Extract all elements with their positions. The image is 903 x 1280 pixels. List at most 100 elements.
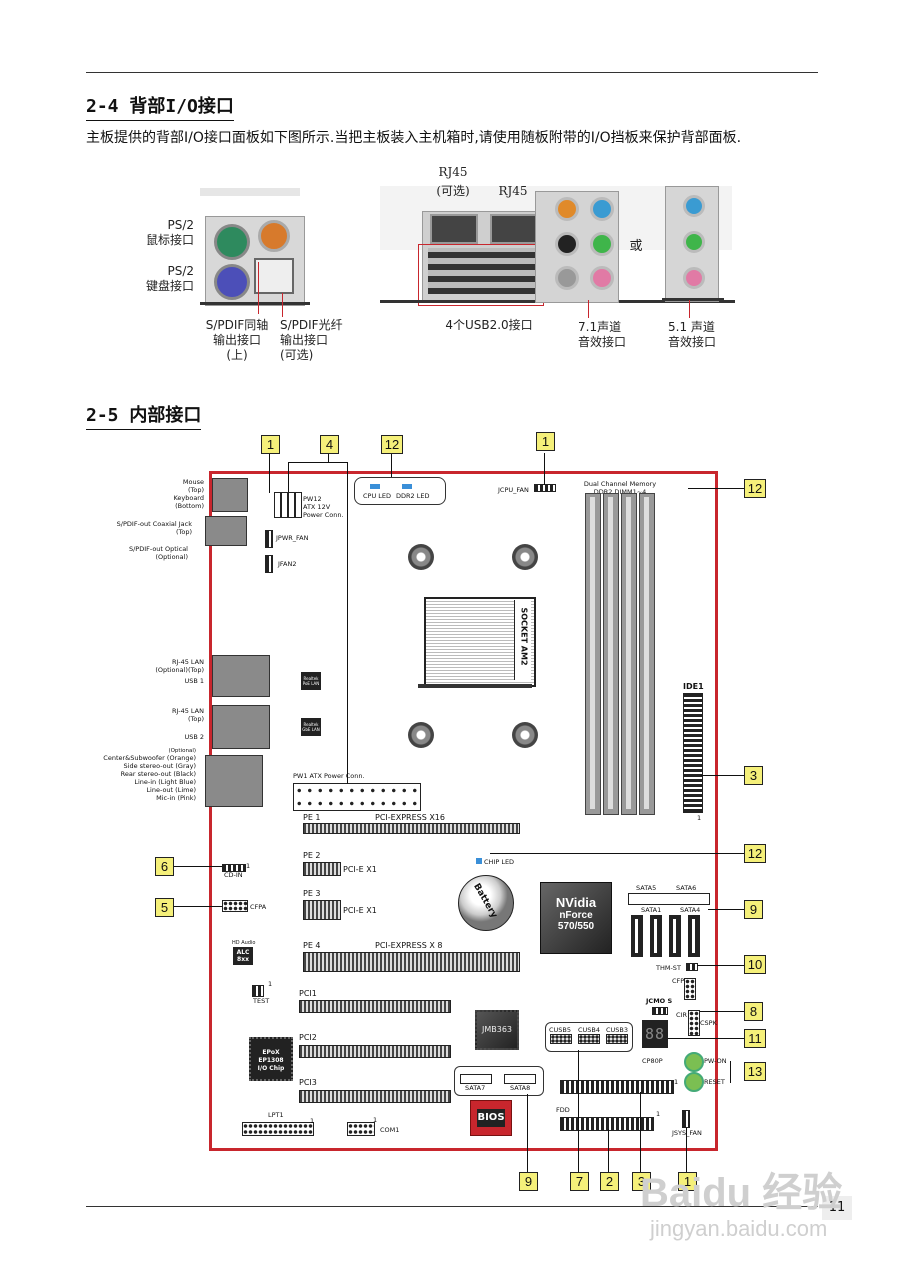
- pcie-x1-label-1: PCI-E X1: [343, 865, 377, 874]
- leader-right-11: [668, 1038, 744, 1039]
- ide2-pin1-label: 1: [674, 1078, 679, 1086]
- heatsink-post-tl: [408, 544, 434, 570]
- com1-pin1: 1: [373, 1116, 378, 1124]
- fdd-label: FDD: [556, 1106, 570, 1114]
- nvidia-chipset: NVidia nForce 570/550: [540, 882, 612, 954]
- cfp-label: CFP: [672, 977, 685, 985]
- spdif-optical-port-icon: [254, 258, 294, 294]
- callout-right-10: 10: [744, 955, 766, 974]
- jcpu-fan-connector: [534, 484, 556, 492]
- callout-bottom-1: 1: [678, 1172, 697, 1191]
- ddr2-led-icon: [402, 484, 412, 489]
- spdif-coax-label: S/PDIF同轴输出接口(上): [205, 318, 269, 362]
- audio-black-jack-icon: [555, 232, 579, 256]
- pe3-label: PE 3: [303, 889, 321, 898]
- rj45-optional-label: RJ45(可选): [436, 165, 470, 198]
- audio-green-jack-icon: [590, 232, 614, 256]
- bios-chip: BIOS: [470, 1100, 512, 1136]
- heatsink-post-bl: [408, 722, 434, 748]
- reset-button-icon: [684, 1072, 704, 1092]
- ps2-connector-drawing: [212, 478, 248, 512]
- callout-bottom-2: 2: [600, 1172, 619, 1191]
- dimm-slot-1: [585, 493, 601, 815]
- sata3-connector: [669, 915, 681, 957]
- audio51-blue-jack-icon: [683, 195, 705, 217]
- cspk-label: CSPK: [700, 1019, 717, 1027]
- jmb363-chip: JMB363: [475, 1010, 519, 1050]
- pe4-label: PE 4: [303, 941, 321, 950]
- pcie8-label: PCI-EXPRESS X 8: [375, 941, 443, 950]
- leader-bottom-9: [527, 1094, 528, 1172]
- spdif-coax-jack-label: S/PDIF-out Coaxial Jack(Top): [116, 520, 192, 536]
- cp80p-label: CP80P: [642, 1057, 663, 1065]
- motherboard-outline: [209, 471, 718, 1151]
- pe2-label: PE 2: [303, 851, 321, 860]
- cfp-connector: [684, 978, 696, 1000]
- spdif-optical-out-label: S/PDIF-out Optical(Optional): [128, 545, 188, 561]
- audio-orange-jack-icon: [555, 197, 579, 221]
- pci1-label: PCI1: [299, 989, 317, 998]
- fdd-connector: [560, 1117, 654, 1131]
- reset-label: RESET: [704, 1078, 725, 1086]
- audio51-label: 5.1 声道音效接口: [668, 320, 717, 349]
- leader-top-4a: [288, 462, 289, 492]
- pci2-label: PCI2: [299, 1033, 317, 1042]
- io-panel-photo: [200, 186, 735, 306]
- leader-bottom-1: [686, 1128, 687, 1172]
- dimm-slot-2: [603, 493, 619, 815]
- cusb-box: [545, 1022, 633, 1052]
- jfan2-connector: [265, 555, 273, 573]
- sata5-6-connector: [628, 893, 710, 905]
- pw1-connector: [293, 783, 421, 811]
- test-connector: [252, 985, 264, 997]
- cp80p-display: 88: [642, 1020, 668, 1048]
- chip-led-label: CHIP LED: [484, 858, 515, 866]
- callout-right-3: 3: [744, 766, 763, 785]
- battery-icon: Battery: [458, 875, 514, 931]
- thm-st-connector: [686, 963, 698, 971]
- leader-right-8: [700, 1011, 744, 1012]
- sata8-connector: [504, 1074, 536, 1084]
- audio-gray-jack-icon: [555, 266, 579, 290]
- callout-top-1: 1: [261, 435, 280, 454]
- callout-bottom-7: 7: [570, 1172, 589, 1191]
- hd-audio-label: HD Audio: [232, 940, 256, 946]
- callout-bottom-3: 3: [632, 1172, 651, 1191]
- leader-right-12a: [688, 488, 744, 489]
- ide1-pin1-label: 1: [697, 814, 702, 822]
- io-intro-paragraph: 主板提供的背部I/O接口面板如下图所示.当把主板装入主机箱时,请使用随板附带的I…: [86, 130, 742, 146]
- sata8-label: SATA8: [510, 1084, 531, 1092]
- dimm-slot-3: [621, 493, 637, 815]
- cusb4-connector: [578, 1034, 600, 1044]
- cd-in-label: CD-IN: [224, 871, 243, 879]
- usb-ports-icon: [428, 248, 536, 294]
- page-number: 11: [822, 1196, 852, 1220]
- lan-usb2-label: RJ-45 LAN(Top)USB 2: [172, 707, 204, 741]
- pcie-x1-label-2: PCI-E X1: [343, 906, 377, 915]
- audio51-leader: [689, 300, 690, 318]
- pe1-label: PE 1: [303, 813, 321, 822]
- cpu-led-icon: [370, 484, 380, 489]
- audio51-green-jack-icon: [683, 231, 705, 253]
- callout-right-13: 13: [744, 1062, 766, 1081]
- section-heading-io: 2-4 背部I/O接口: [86, 92, 234, 121]
- lpt1-pin1: 1: [310, 1117, 315, 1125]
- ddr2-led-label: DDR2 LED: [396, 492, 430, 500]
- leader-left-5: [173, 906, 222, 907]
- cusb4-label: CUSB4: [578, 1026, 601, 1034]
- sata7-label: SATA7: [465, 1084, 486, 1092]
- leader-top-12: [391, 453, 392, 477]
- pw1-label: PW1 ATX Power Conn.: [293, 772, 365, 780]
- sata2-connector: [650, 915, 662, 957]
- leader-top-4: [288, 462, 348, 463]
- lpt1-connector: [242, 1122, 314, 1136]
- leader-right-9: [708, 909, 744, 910]
- leader-top-4c: [328, 453, 329, 463]
- sata7-8-box: [454, 1066, 544, 1096]
- pci3-label: PCI3: [299, 1078, 317, 1087]
- jcpu-fan-label: JCPU_FAN: [498, 486, 529, 494]
